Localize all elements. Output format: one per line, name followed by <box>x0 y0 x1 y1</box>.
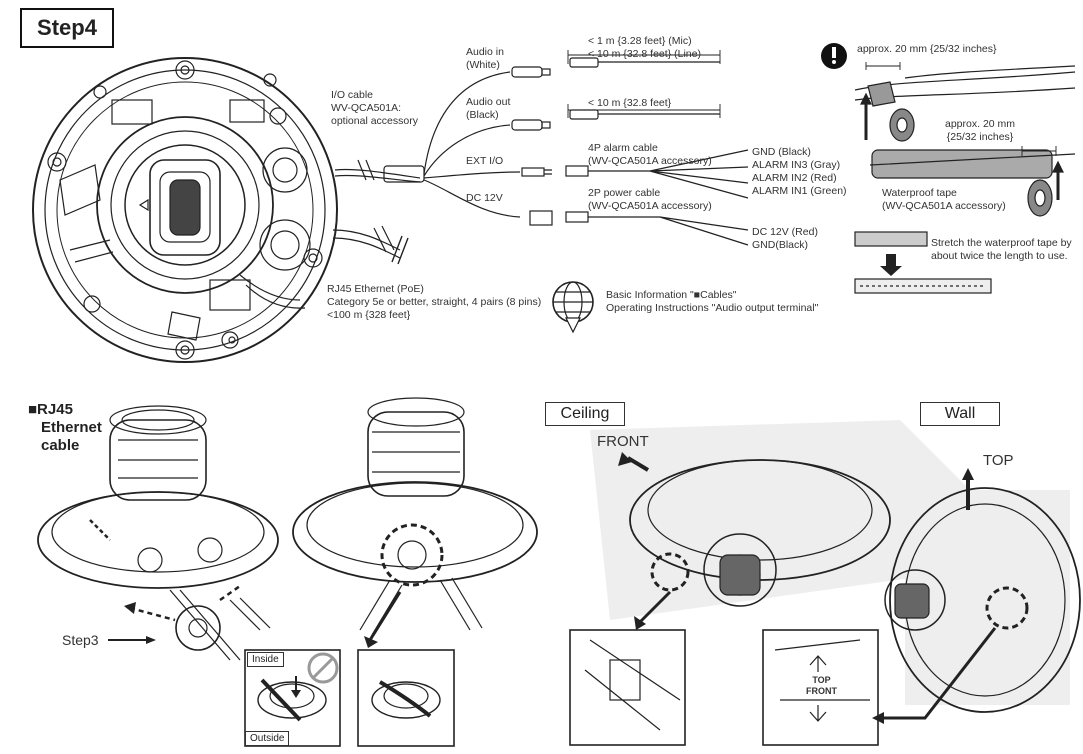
camera-base-top-view <box>32 57 338 363</box>
audio-in-label: Audio in(White) <box>466 46 504 71</box>
inside-tag: Inside <box>247 652 284 667</box>
ceiling-label: Ceiling <box>545 402 625 426</box>
tape-illustration <box>854 62 1076 294</box>
top-label: TOP <box>983 452 1014 469</box>
tape-approx-1: approx. 20 mm {25/32 inches} <box>857 43 997 55</box>
tape-approx-2: approx. 20 mm{25/32 inches} <box>945 118 1016 143</box>
step3-label: Step3 <box>62 632 99 648</box>
ext-io-label: EXT I/O <box>466 155 504 167</box>
dc-label: DC 12V <box>466 192 503 204</box>
alarm-pins-list: GND (Black)ALARM IN3 (Gray) ALARM IN2 (R… <box>752 146 847 197</box>
camera-side-view-1 <box>37 405 279 661</box>
power-pins-list: DC 12V (Red)GND(Black) <box>752 226 818 251</box>
wall-installation <box>762 468 1081 746</box>
outside-tag: Outside <box>245 731 290 746</box>
cables-group <box>332 50 749 265</box>
audio-out-label: Audio out(Black) <box>466 96 511 121</box>
camera-side-view-2 <box>292 397 538 648</box>
step-title: Step4 <box>20 8 114 48</box>
waterproof-tape-label: Waterproof tape(WV-QCA501A accessory) <box>882 187 1006 212</box>
wall-label: Wall <box>920 402 1000 426</box>
front-label: FRONT <box>597 433 649 450</box>
power-cable-label: 2P power cable(WV-QCA501A accessory) <box>588 187 712 212</box>
reference-note: Basic Information "■Cables"Operating Ins… <box>606 289 819 314</box>
alarm-cable-label: 4P alarm cable(WV-QCA501A accessory) <box>588 142 712 167</box>
audio-in-length: < 1 m {3.28 feet} (Mic)< 10 m {32.8 feet… <box>588 35 701 60</box>
grommet-insets <box>244 649 455 747</box>
audio-out-length: < 10 m {32.8 feet} <box>588 97 672 109</box>
rj45-heading: ■RJ45 Ethernet cable <box>28 401 102 454</box>
globe-icon <box>552 281 594 334</box>
rj45-label: RJ45 Ethernet (PoE)Category 5e or better… <box>327 283 542 321</box>
warning-icon <box>821 43 847 69</box>
